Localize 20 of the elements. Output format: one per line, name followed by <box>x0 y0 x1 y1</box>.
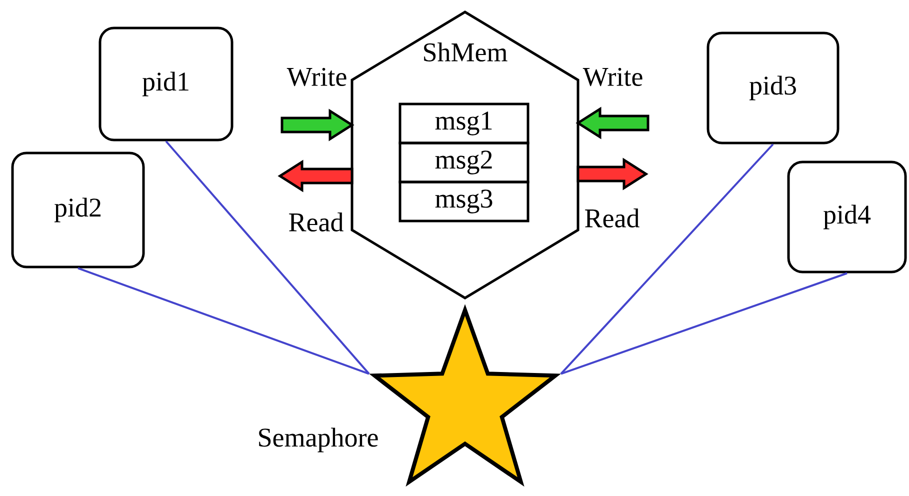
connector-line <box>560 144 774 374</box>
node-caption: Semaphore <box>259 428 378 452</box>
block-arrow <box>280 108 354 142</box>
table-row: msg3 <box>398 180 530 222</box>
connector-line <box>560 272 848 375</box>
edge-label: Write <box>286 68 346 86</box>
connector-line <box>165 140 370 374</box>
block-arrow <box>576 158 648 190</box>
connector-line <box>78 267 370 375</box>
process-box: pid1 <box>98 26 234 142</box>
process-box: pid4 <box>787 160 907 274</box>
process-box: pid2 <box>11 152 145 268</box>
edge-label: Read <box>289 212 344 232</box>
table-row: msg2 <box>398 142 530 184</box>
edge-label: Read <box>585 208 640 228</box>
process-box: pid3 <box>706 32 840 144</box>
block-arrow <box>278 160 354 192</box>
table-row: msg1 <box>398 102 530 144</box>
edge-label: Write <box>582 68 642 86</box>
block-arrow <box>576 106 650 140</box>
